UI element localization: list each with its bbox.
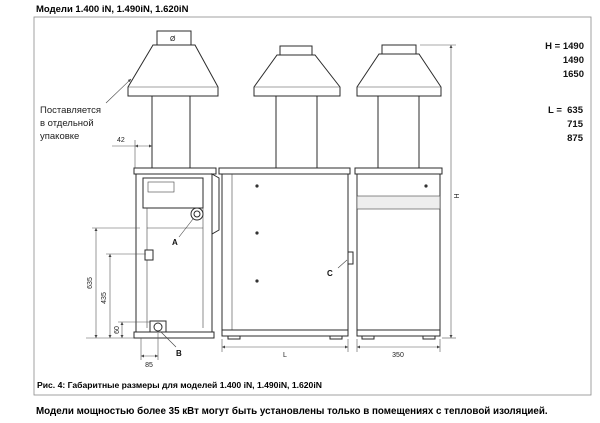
dimension-l-value: L [283, 352, 287, 359]
connection-c-label: C [327, 269, 333, 278]
side-view-dimensions: 42 635 435 60 85 [86, 137, 159, 369]
flue-outlet-collar [279, 45, 313, 56]
connection-c-leader [337, 259, 348, 269]
height-label: H = 1490 [545, 41, 584, 52]
dimension-table: H = 1490 1490 1650 L = 635 715 875 [545, 41, 584, 144]
connection-b-label: B [176, 349, 182, 358]
boiler-foot [422, 335, 436, 340]
note-line: упаковке [40, 131, 79, 142]
dimension-42-value: 42 [117, 137, 125, 144]
height-value: 1490 [563, 55, 584, 66]
boiler-foot [227, 335, 241, 340]
note-line: Поставляется [40, 105, 101, 116]
dimension-350-value: 350 [392, 352, 404, 359]
length-label: L = 635 [548, 105, 584, 116]
flue-pipe [377, 95, 420, 171]
side-view: Ø A B [127, 30, 220, 358]
dimension-635-value: 635 [87, 277, 94, 289]
page-title: Модели 1.400 iN, 1.490iN, 1.620iN [36, 4, 189, 15]
boiler-lid [354, 167, 443, 175]
dimension-h-value: H [454, 193, 461, 198]
drain-valve [144, 249, 154, 261]
boiler-foot [361, 335, 375, 340]
connection-a-inner [193, 210, 201, 218]
connection-a-leader [178, 218, 194, 238]
flue-pipe [151, 95, 191, 171]
fixing-point [255, 279, 259, 283]
side-view-right: 350 H [354, 44, 461, 359]
dimension-85-value: 85 [145, 362, 153, 369]
connection-a-label: A [172, 238, 178, 247]
dimension-60-value: 60 [114, 326, 121, 334]
figure-caption: Рис. 4: Габаритные размеры для моделей 1… [37, 380, 322, 390]
installation-note: Модели мощностью более 35 кВт могут быть… [36, 406, 548, 417]
boiler-body [221, 173, 349, 331]
indicator-dot [424, 184, 428, 188]
length-value: 875 [567, 133, 584, 144]
fixing-point [255, 184, 259, 188]
control-panel [147, 181, 175, 193]
flue-hood [356, 53, 442, 97]
fixing-point [255, 231, 259, 235]
flue-hood [127, 44, 219, 97]
control-compartment [142, 177, 204, 209]
height-value: 1650 [563, 69, 584, 80]
length-value: 715 [567, 119, 584, 130]
boiler-lid [133, 167, 217, 175]
boiler-foot [329, 335, 343, 340]
boiler-base [133, 331, 215, 339]
boiler-lid [218, 167, 351, 175]
figure-frame [33, 16, 592, 396]
diameter-symbol: Ø [170, 36, 176, 43]
boiler-base [221, 329, 349, 337]
flue-outlet-collar [381, 44, 417, 55]
flue-hood [253, 54, 341, 97]
front-door-edge [211, 173, 220, 235]
boiler-base [356, 329, 441, 337]
connection-b-leader [160, 331, 177, 348]
dimension-435-value: 435 [101, 292, 108, 304]
front-view: C L [218, 45, 354, 359]
control-panel-band [356, 195, 441, 210]
note-line: в отдельной [40, 118, 94, 129]
connection-b-inner [153, 322, 163, 332]
flue-pipe [275, 95, 318, 171]
connection-c [347, 251, 354, 265]
note-leader-line [105, 78, 132, 104]
packaging-note: Поставляется в отдельной упаковке [40, 78, 132, 142]
